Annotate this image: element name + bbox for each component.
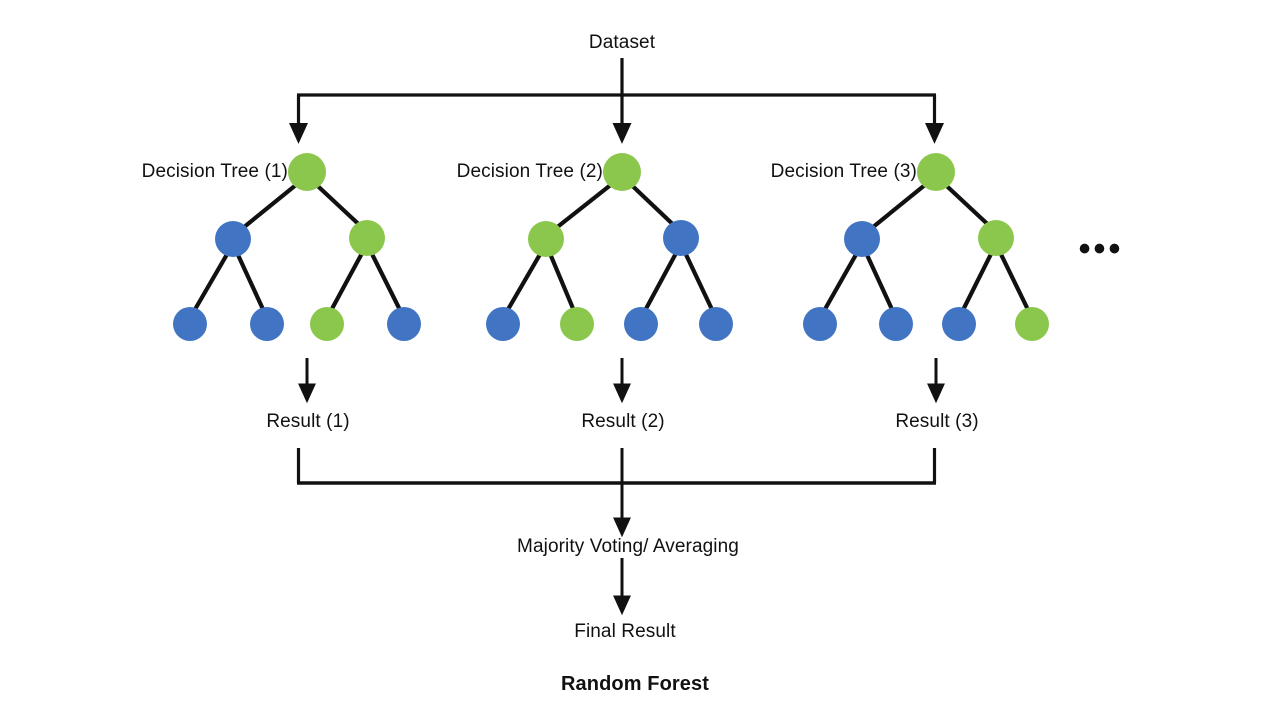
tree-1-level2-node-right[interactable]: [349, 220, 385, 256]
tree-3-level2-node-left[interactable]: [844, 221, 880, 257]
tree-2-level2-node-right[interactable]: [663, 220, 699, 256]
dataset-label: Dataset: [588, 32, 656, 53]
tree-1-leaf-node-3[interactable]: [310, 307, 344, 341]
tree-3-level2-node-right[interactable]: [978, 220, 1014, 256]
tree-2-leaf-node-2[interactable]: [560, 307, 594, 341]
tree-2-leaf-node-3[interactable]: [624, 307, 658, 341]
decision-tree-2-label: Decision Tree (2): [456, 161, 603, 182]
decision-tree-1-label: Decision Tree (1): [141, 161, 288, 182]
tree-3-leaf-node-1[interactable]: [803, 307, 837, 341]
final-result-label: Final Result: [574, 621, 676, 642]
tree-3-root-node[interactable]: [917, 153, 955, 191]
tree-1-leaf-node-1[interactable]: [173, 307, 207, 341]
more-trees-ellipsis-icon: •••: [1078, 230, 1124, 268]
tree-3-leaf-node-4[interactable]: [1015, 307, 1049, 341]
dataset-distribution-connector: [288, 58, 945, 144]
tree-1-root-node[interactable]: [288, 153, 326, 191]
tree-2-leaf-node-4[interactable]: [699, 307, 733, 341]
result-2-label: Result (2): [581, 411, 665, 432]
tree-2-leaf-node-1[interactable]: [486, 307, 520, 341]
tree-1-leaf-node-4[interactable]: [387, 307, 421, 341]
tree-1-level2-node-left[interactable]: [215, 221, 251, 257]
tree-1-leaf-node-2[interactable]: [250, 307, 284, 341]
tree-2-root-node[interactable]: [603, 153, 641, 191]
tree-2-level2-node-left[interactable]: [528, 221, 564, 257]
result-3-label: Result (3): [895, 411, 979, 432]
result-1-label: Result (1): [266, 411, 350, 432]
diagram-title: Random Forest: [561, 673, 709, 695]
tree-3-leaf-node-3[interactable]: [942, 307, 976, 341]
tree-to-result-connectors: [298, 358, 945, 404]
tree-3-leaf-node-2[interactable]: [879, 307, 913, 341]
results-collector-connector: [296, 448, 937, 538]
decision-tree-3-label: Decision Tree (3): [770, 161, 917, 182]
majority-voting-label: Majority Voting/ Averaging: [517, 536, 739, 557]
